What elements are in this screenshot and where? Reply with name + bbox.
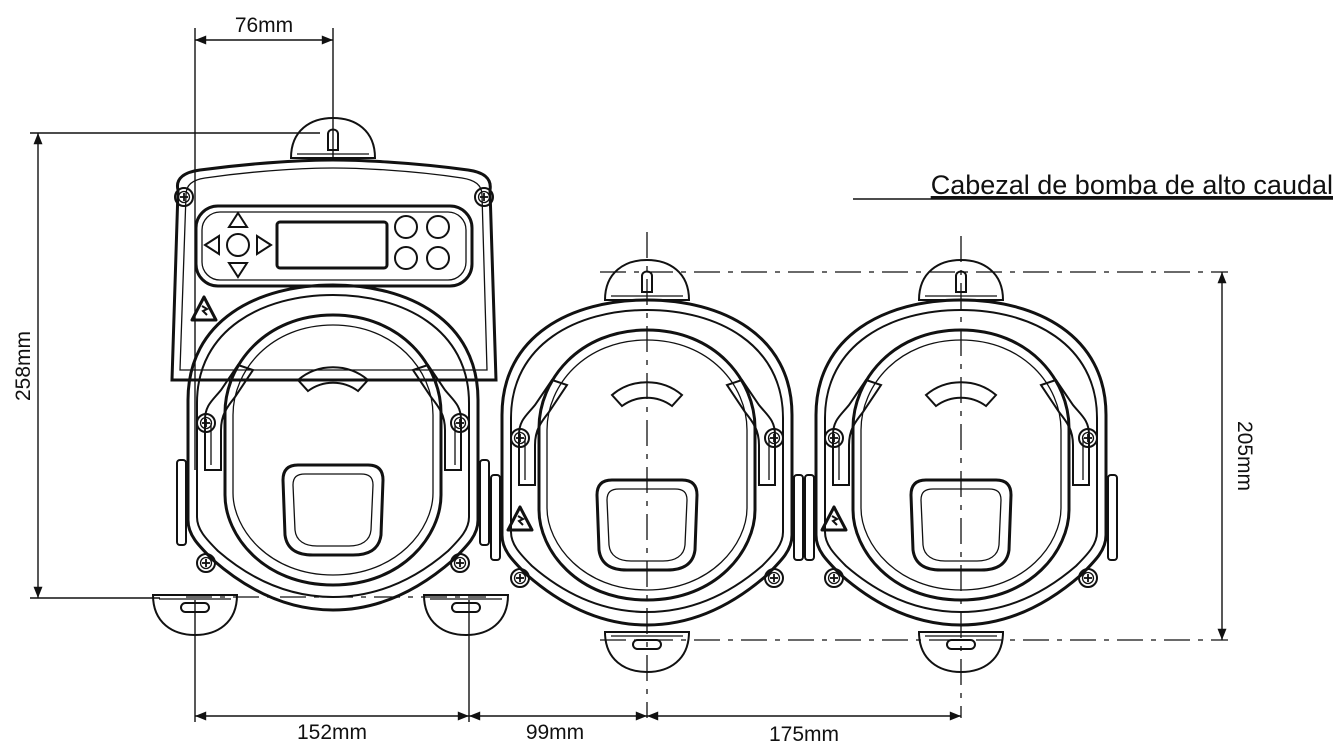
left-arrow-icon [203,234,220,256]
dim-top-width: 76mm [235,14,293,37]
drawing-title: Cabezal de bomba de alto caudal [931,170,1333,200]
dim-total-height: 258mm [12,331,35,401]
down-arrow-icon [227,262,249,279]
dim-head-height: 205mm [1233,421,1256,491]
dim-head-pitch: 175mm [769,723,839,746]
main-pump-unit [152,117,509,636]
lcd-display [275,220,389,270]
dim-base-width: 152mm [297,721,367,744]
dimension-lines [30,28,1227,722]
ok-button-icon [226,233,250,257]
up-arrow-icon [227,211,249,228]
right-arrow-icon [256,234,273,256]
dim-offset: 99mm [526,721,584,744]
control-panel [194,204,474,288]
